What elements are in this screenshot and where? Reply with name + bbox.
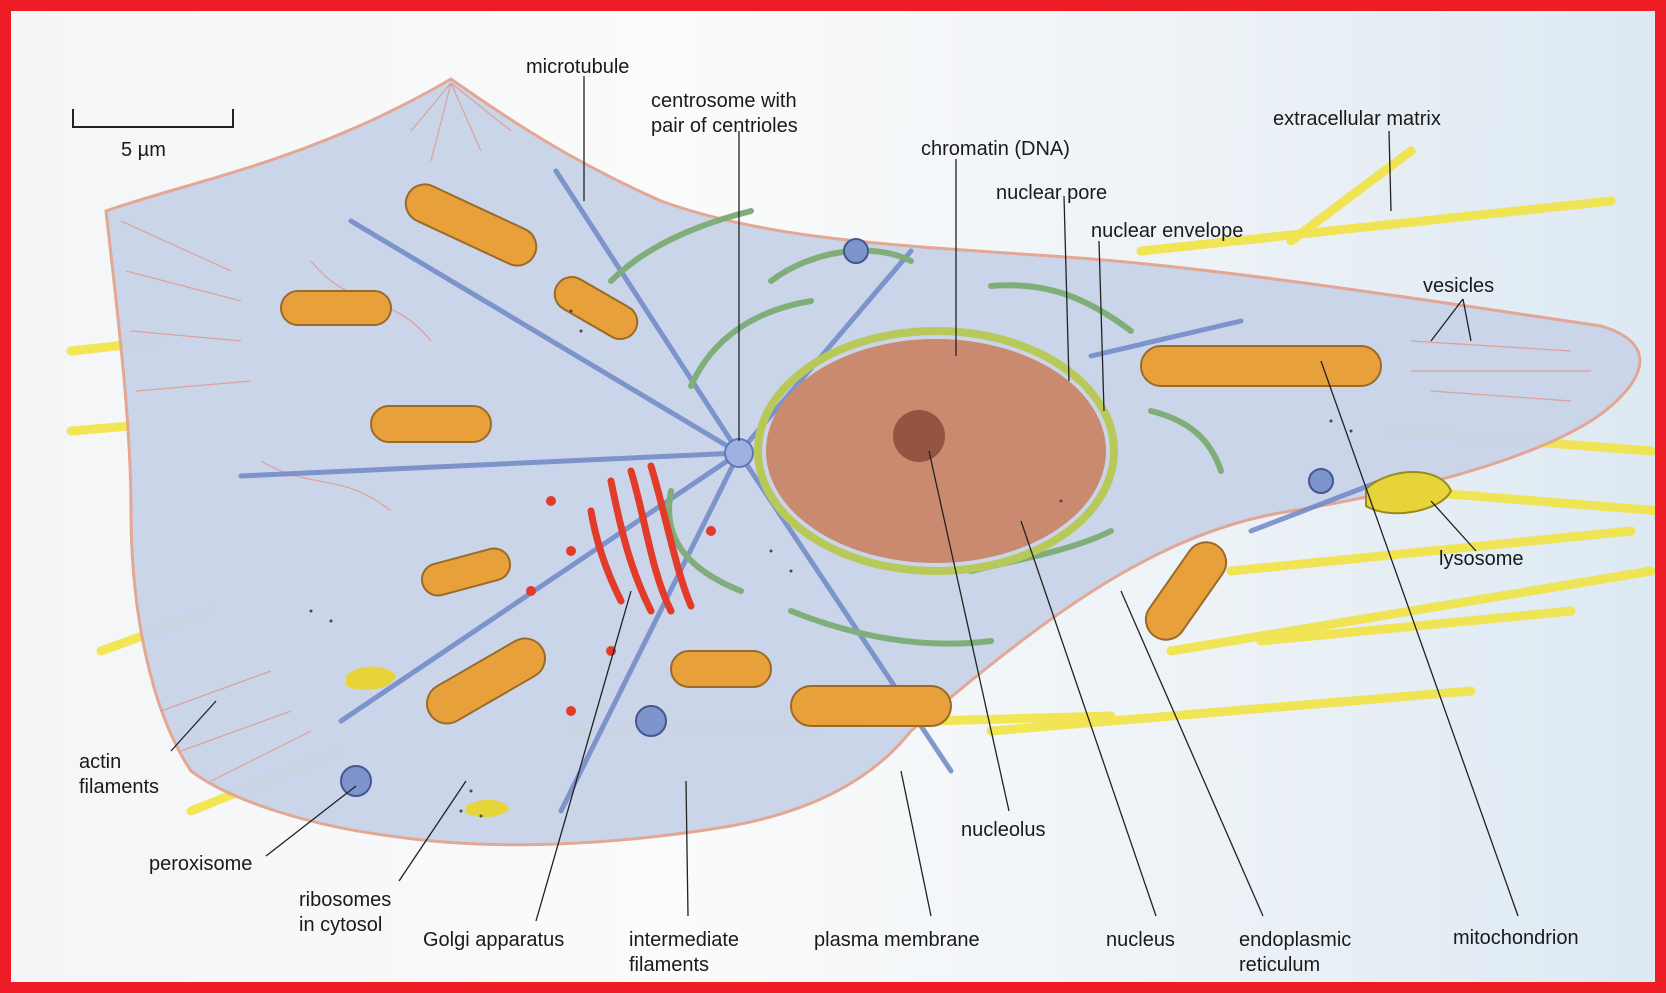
label-nucleus: nucleus xyxy=(1106,928,1175,953)
label-nuclear-envelope: nuclear envelope xyxy=(1091,219,1243,244)
cell-diagram xyxy=(11,11,1666,993)
label-chromatin: chromatin (DNA) xyxy=(921,137,1070,162)
label-vesicles: vesicles xyxy=(1423,274,1494,299)
nucleus-group xyxy=(758,331,1114,571)
label-centrosome-line2: pair of centrioles xyxy=(651,114,798,139)
label-golgi: Golgi apparatus xyxy=(423,928,564,953)
label-actin-line1: actin xyxy=(79,750,121,775)
label-extracellular-matrix: extracellular matrix xyxy=(1273,107,1441,132)
label-ribosomes-line2: in cytosol xyxy=(299,913,382,938)
label-nucleolus: nucleolus xyxy=(961,818,1046,843)
label-plasma-membrane: plasma membrane xyxy=(814,928,980,953)
label-mitochondrion: mitochondrion xyxy=(1453,926,1579,951)
label-lysosome: lysosome xyxy=(1439,547,1523,572)
label-actin-line2: filaments xyxy=(79,775,159,800)
peroxisome-2 xyxy=(636,706,666,736)
centrosome xyxy=(725,439,753,467)
label-ribosomes-line1: ribosomes xyxy=(299,888,391,913)
peroxisome-4 xyxy=(1309,469,1333,493)
scale-bar-label: 5 µm xyxy=(121,138,166,163)
label-intermediate-line2: filaments xyxy=(629,953,709,978)
scale-bar xyxy=(73,109,233,127)
label-intermediate-line1: intermediate xyxy=(629,928,739,953)
nucleolus xyxy=(893,410,945,462)
label-er-line2: reticulum xyxy=(1239,953,1320,978)
peroxisome-3 xyxy=(844,239,868,263)
label-centrosome-line1: centrosome with xyxy=(651,89,797,114)
label-peroxisome: peroxisome xyxy=(149,852,252,877)
peroxisome xyxy=(341,766,371,796)
label-er-line1: endoplasmic xyxy=(1239,928,1351,953)
label-nuclear-pore: nuclear pore xyxy=(996,181,1107,206)
label-microtubule: microtubule xyxy=(526,55,629,80)
